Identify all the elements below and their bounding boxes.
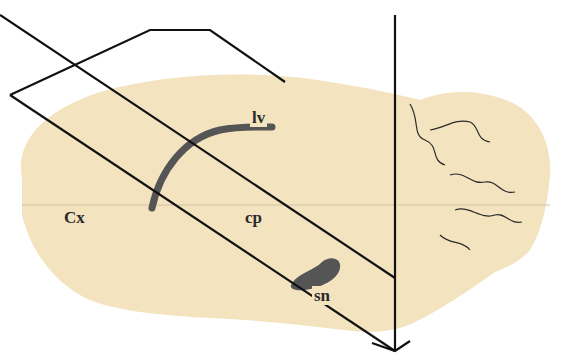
caudate-putamen-label: cp	[243, 208, 264, 227]
cutting-planes	[0, 15, 410, 351]
ventricle-label: lv	[250, 108, 267, 127]
brain-outline	[21, 75, 550, 332]
lateral-ventricle	[152, 127, 272, 208]
nigra-label: sn	[312, 286, 332, 305]
cortex-label: Cx	[62, 208, 87, 227]
cerebellum-folds	[410, 104, 522, 250]
